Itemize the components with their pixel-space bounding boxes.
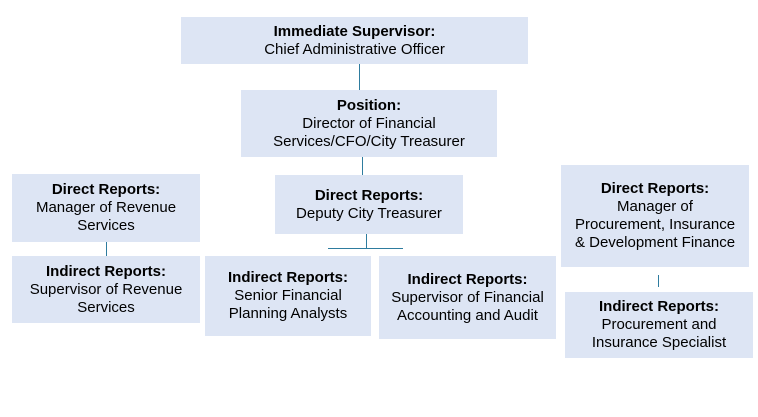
indirect-report-planning-analysts: Indirect Reports: Senior Financial Plann… xyxy=(205,256,371,336)
indirect-report-body: Supervisor of Revenue Services xyxy=(29,280,183,316)
indirect-report-title: Indirect Reports: xyxy=(407,270,528,288)
indirect-report-body: Procurement and Insurance Specialist xyxy=(591,316,727,351)
direct-report-body: Deputy City Treasurer xyxy=(296,204,442,222)
connector-procurement-manager-specialist xyxy=(658,275,659,287)
connector-position-deputy xyxy=(362,157,363,175)
position-title: Position: xyxy=(336,96,402,114)
supervisor-box: Immediate Supervisor: Chief Administrati… xyxy=(181,17,528,64)
direct-report-title: Direct Reports: xyxy=(314,186,424,204)
direct-report-body: Manager of Procurement, Insurance & Deve… xyxy=(574,198,736,251)
direct-report-deputy-treasurer: Direct Reports: Deputy City Treasurer xyxy=(275,175,463,234)
connector-deputy-bar xyxy=(328,248,403,249)
direct-report-revenue-manager: Direct Reports: Manager of Revenue Servi… xyxy=(12,174,200,242)
position-box: Position: Director of Financial Services… xyxy=(241,90,497,157)
indirect-report-procurement-specialist: Indirect Reports: Procurement and Insura… xyxy=(565,292,753,358)
indirect-report-title: Indirect Reports: xyxy=(227,269,348,286)
direct-report-title: Direct Reports: xyxy=(600,180,710,197)
indirect-report-accounting-supervisor: Indirect Reports: Supervisor of Financia… xyxy=(379,256,556,339)
indirect-report-title: Indirect Reports: xyxy=(598,298,719,315)
supervisor-title: Immediate Supervisor: xyxy=(273,22,436,40)
direct-report-title: Direct Reports: xyxy=(51,181,161,198)
indirect-report-body: Supervisor of Financial Accounting and A… xyxy=(391,288,544,324)
position-body: Director of Financial Services/CFO/City … xyxy=(273,114,465,150)
connector-supervisor-position xyxy=(359,64,360,90)
supervisor-body: Chief Administrative Officer xyxy=(264,40,445,58)
indirect-report-revenue-supervisor: Indirect Reports: Supervisor of Revenue … xyxy=(12,256,200,323)
direct-report-procurement-manager: Direct Reports: Manager of Procurement, … xyxy=(561,165,749,267)
indirect-report-title: Indirect Reports: xyxy=(45,262,166,280)
direct-report-body: Manager of Revenue Services xyxy=(35,199,177,234)
connector-deputy-stem xyxy=(366,234,367,248)
indirect-report-body: Senior Financial Planning Analysts xyxy=(228,287,348,322)
connector-revenue-manager-supervisor xyxy=(106,242,107,256)
